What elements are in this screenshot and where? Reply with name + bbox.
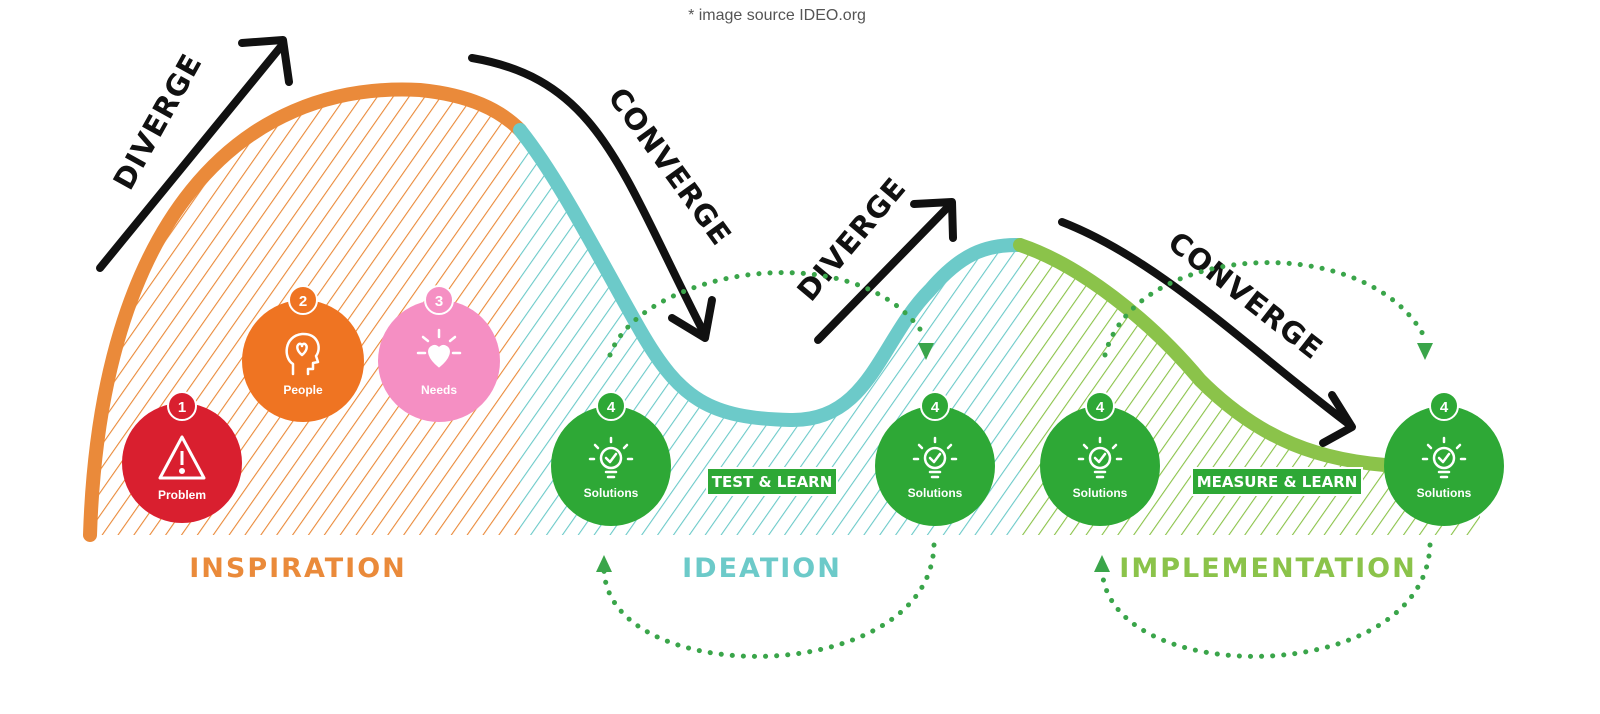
measure-learn-badge: MEASURE & LEARN	[1191, 467, 1363, 496]
measure-learn-label: MEASURE & LEARN	[1197, 473, 1358, 491]
loop-arrowheads	[596, 343, 1433, 572]
measure-learn-loop	[1099, 260, 1433, 659]
step-label: Solutions	[1073, 486, 1128, 500]
step-number: 1	[178, 399, 186, 416]
head-heart-icon	[285, 332, 320, 376]
step-number: 3	[435, 293, 443, 310]
test-learn-label: TEST & LEARN	[712, 473, 833, 491]
arrowhead-up-icon	[596, 555, 612, 572]
step-solutions-3: 4 Solutions	[1040, 391, 1160, 526]
arrowhead-down-icon	[918, 343, 934, 360]
converge-arrow-2	[1058, 218, 1356, 447]
step-number: 4	[1440, 399, 1449, 416]
step-needs: 3 Needs	[378, 285, 500, 422]
curve-implementation	[1013, 238, 1407, 473]
test-learn-badge: TEST & LEARN	[706, 467, 838, 496]
diverge-label-1: DIVERGE	[106, 48, 208, 196]
step-number: 4	[607, 399, 616, 416]
arrowhead-down-icon	[1417, 343, 1433, 360]
step-label: Solutions	[1417, 486, 1472, 500]
lightbulb-check-icon	[912, 436, 958, 479]
step-label: Solutions	[908, 486, 963, 500]
arrowhead-up-icon	[1094, 555, 1110, 572]
step-solutions-1: 4 Solutions	[551, 391, 671, 526]
step-label: Solutions	[584, 486, 639, 500]
step-solutions-4: 4 Solutions	[1384, 391, 1504, 526]
image-source-caption: * image source IDEO.org	[688, 7, 866, 24]
phase-label-inspiration: INSPIRATION	[189, 553, 407, 584]
curve-ideation	[513, 123, 1027, 428]
lightbulb-check-icon	[588, 436, 634, 479]
diverge-arrow-2	[814, 198, 957, 344]
step-number: 4	[931, 399, 940, 416]
converge-arrow-1	[468, 54, 716, 342]
step-people: 2 People	[242, 285, 364, 422]
lightbulb-check-icon	[1077, 436, 1123, 479]
step-label: Problem	[158, 488, 206, 502]
heart-burst-icon	[416, 328, 462, 368]
diverge-arrow-1	[96, 36, 293, 272]
lightbulb-check-icon	[1421, 436, 1467, 479]
step-problem: 1 Problem	[122, 391, 242, 523]
phase-label-ideation: IDEATION	[682, 553, 842, 584]
test-learn-loop	[601, 270, 937, 659]
warning-triangle-icon	[158, 435, 206, 480]
diverge-label-2: DIVERGE	[790, 171, 913, 308]
phase-label-implementation: IMPLEMENTATION	[1119, 553, 1416, 584]
step-number: 4	[1096, 399, 1105, 416]
step-label: Needs	[421, 383, 457, 397]
curve-inspiration	[83, 82, 527, 542]
step-solutions-2: 4 Solutions	[875, 391, 995, 526]
step-number: 2	[299, 293, 307, 310]
step-label: People	[283, 383, 323, 397]
